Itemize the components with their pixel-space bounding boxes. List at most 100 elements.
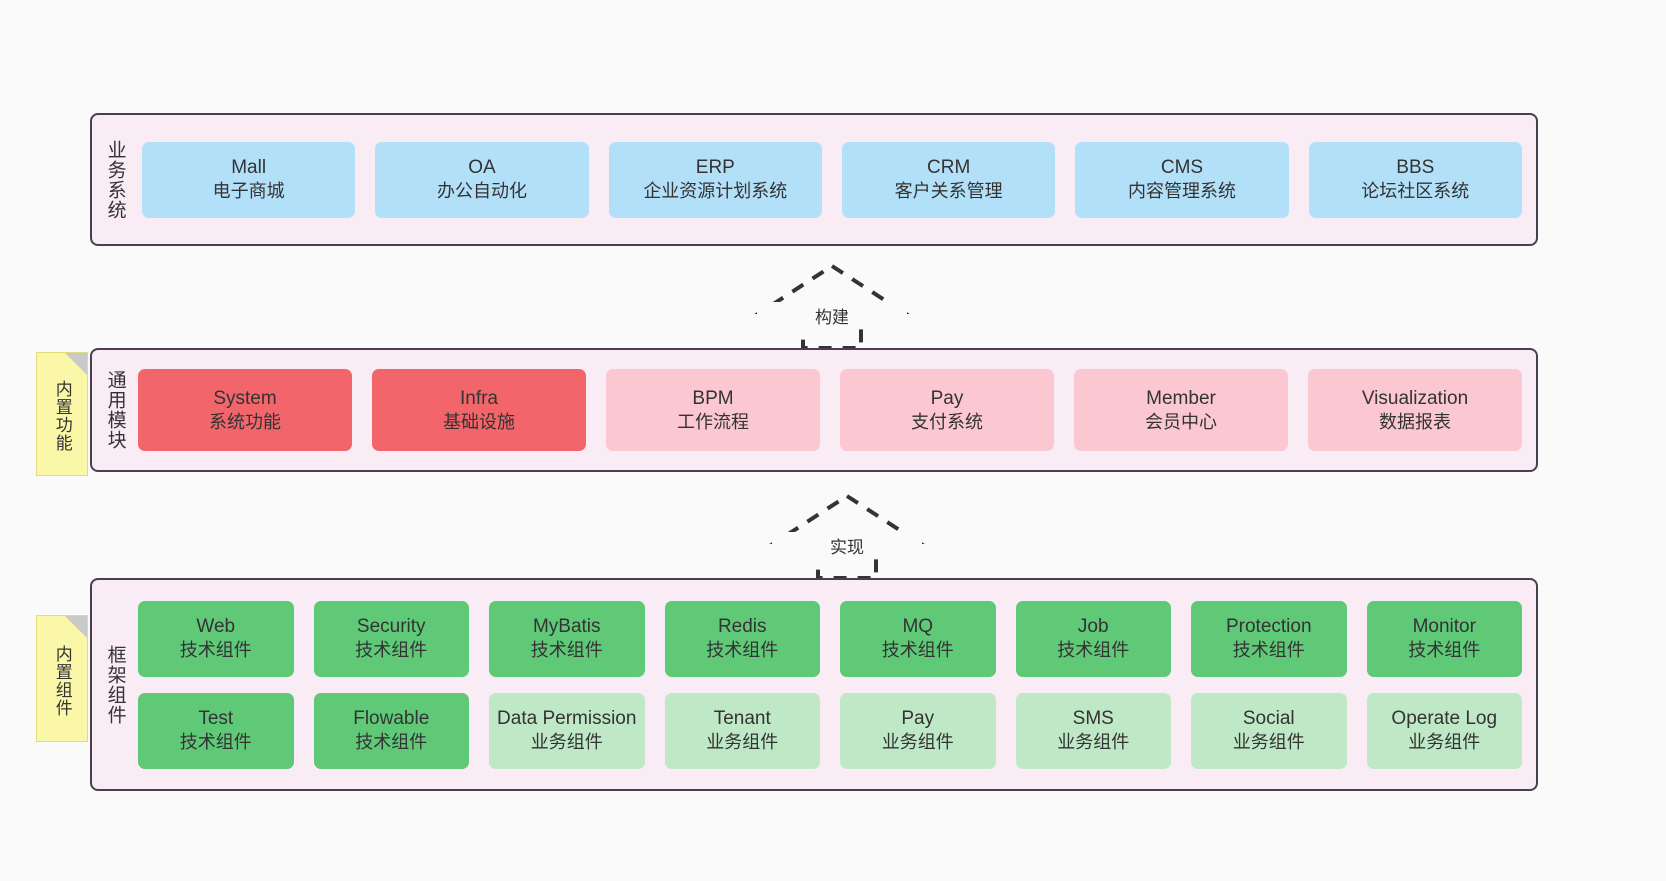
layer-title-business-system: 业务系统 <box>104 139 126 220</box>
card-title-en: Data Permission <box>497 708 637 730</box>
card-erp[interactable]: ERP 企业资源计划系统 <box>608 141 822 218</box>
card-oa[interactable]: OA 办公自动化 <box>375 141 589 218</box>
card-title-cn: 技术组件 <box>355 732 428 753</box>
card-title-cn: 业务组件 <box>1408 732 1481 753</box>
card-title-en: MQ <box>902 616 934 638</box>
card-title-en: Tenant <box>713 708 771 730</box>
business-card-row: Mall 电子商城 OA 办公自动化 ERP 企业资源计划系统 CRM 客户关系… <box>142 141 1522 218</box>
card-title-cn: 办公自动化 <box>436 181 527 202</box>
sticky-note-builtin-component: 内置组件 <box>36 615 88 742</box>
card-title-cn: 业务组件 <box>1232 732 1305 753</box>
connector-build-arrow: 构建 <box>754 262 910 350</box>
card-title-en: Pay <box>901 708 935 730</box>
card-title-cn: 业务组件 <box>881 732 954 753</box>
card-title-cn: 技术组件 <box>530 640 603 661</box>
card-redis[interactable]: Redis 技术组件 <box>664 600 820 677</box>
card-title-cn: 技术组件 <box>881 640 954 661</box>
card-title-en: System <box>213 387 277 409</box>
card-title-en: Protection <box>1225 616 1312 638</box>
card-title-cn: 工作流程 <box>677 411 749 432</box>
card-data-permission[interactable]: Data Permission 业务组件 <box>489 692 645 769</box>
layer-general-modules: 通用模块 System 系统功能 Infra 基础设施 BPM 工作流程 Pay… <box>90 348 1538 472</box>
card-title-en: Pay <box>930 387 964 409</box>
card-bpm[interactable]: BPM 工作流程 <box>606 369 820 451</box>
layer-title-general-modules: 通用模块 <box>104 370 126 450</box>
connector-implement-label: 实现 <box>772 532 922 559</box>
layer-body-business-system: Mall 电子商城 OA 办公自动化 ERP 企业资源计划系统 CRM 客户关系… <box>138 115 1536 244</box>
connector-implement-arrow: 实现 <box>769 492 925 580</box>
card-title-en: Monitor <box>1412 616 1476 638</box>
card-security[interactable]: Security 技术组件 <box>313 600 469 677</box>
card-test[interactable]: Test 技术组件 <box>138 692 294 769</box>
card-flowable[interactable]: Flowable 技术组件 <box>313 692 469 769</box>
card-web[interactable]: Web 技术组件 <box>138 600 294 677</box>
card-title-en: Test <box>198 708 234 730</box>
card-title-en: SMS <box>1072 708 1114 730</box>
card-title-cn: 业务组件 <box>1057 732 1130 753</box>
card-title-en: BBS <box>1396 157 1435 179</box>
card-visualization[interactable]: Visualization 数据报表 <box>1308 369 1522 451</box>
layer-title-framework-components: 框架组件 <box>104 644 126 725</box>
card-title-en: Mall <box>231 157 267 179</box>
card-title-cn: 论坛社区系统 <box>1361 181 1470 202</box>
card-title-en: Security <box>356 616 426 638</box>
card-mybatis[interactable]: MyBatis 技术组件 <box>489 600 645 677</box>
card-title-en: Operate Log <box>1391 708 1498 730</box>
card-title-en: Web <box>196 616 236 638</box>
card-title-cn: 电子商城 <box>212 181 285 202</box>
card-cms[interactable]: CMS 内容管理系统 <box>1075 141 1289 218</box>
card-title-cn: 技术组件 <box>1057 640 1130 661</box>
card-pay-component[interactable]: Pay 业务组件 <box>840 692 996 769</box>
card-title-cn: 技术组件 <box>1408 640 1481 661</box>
sticky-note-label: 内置组件 <box>52 644 72 717</box>
card-infra[interactable]: Infra 基础设施 <box>372 369 586 451</box>
card-title-en: BPM <box>692 387 734 409</box>
card-system[interactable]: System 系统功能 <box>138 369 352 451</box>
card-title-en: Flowable <box>353 708 430 730</box>
card-title-en: MyBatis <box>532 616 601 638</box>
card-title-en: CMS <box>1160 157 1204 179</box>
card-title-cn: 业务组件 <box>530 732 603 753</box>
card-title-en: CRM <box>927 157 971 179</box>
connector-build-label: 构建 <box>757 302 907 329</box>
sticky-note-label: 内置功能 <box>52 380 72 452</box>
card-title-en: Member <box>1146 387 1216 409</box>
layer-framework-components: 框架组件 Web 技术组件 Security 技术组件 MyBatis 技术组件… <box>90 578 1538 791</box>
card-title-cn: 支付系统 <box>911 411 983 432</box>
card-sms[interactable]: SMS 业务组件 <box>1015 692 1171 769</box>
card-pay-module[interactable]: Pay 支付系统 <box>840 369 1054 451</box>
card-crm[interactable]: CRM 客户关系管理 <box>841 141 1056 218</box>
card-title-cn: 技术组件 <box>355 640 428 661</box>
card-title-en: ERP <box>695 157 735 179</box>
card-title-cn: 技术组件 <box>706 640 779 661</box>
layer-body-framework-components: Web 技术组件 Security 技术组件 MyBatis 技术组件 Redi… <box>138 580 1536 789</box>
card-title-en: Visualization <box>1361 387 1469 409</box>
card-title-cn: 数据报表 <box>1379 411 1451 432</box>
card-operate-log[interactable]: Operate Log 业务组件 <box>1366 692 1522 769</box>
layer-body-general-modules: System 系统功能 Infra 基础设施 BPM 工作流程 Pay 支付系统… <box>138 350 1536 470</box>
card-title-cn: 技术组件 <box>1232 640 1305 661</box>
card-title-cn: 企业资源计划系统 <box>643 181 788 202</box>
card-title-en: Social <box>1242 708 1295 730</box>
card-mq[interactable]: MQ 技术组件 <box>840 600 996 677</box>
framework-card-row-business: Test 技术组件 Flowable 技术组件 Data Permission … <box>138 692 1522 769</box>
card-monitor[interactable]: Monitor 技术组件 <box>1366 600 1522 677</box>
card-protection[interactable]: Protection 技术组件 <box>1191 600 1347 677</box>
card-title-cn: 客户关系管理 <box>894 181 1003 202</box>
card-mall[interactable]: Mall 电子商城 <box>142 141 356 218</box>
card-social[interactable]: Social 业务组件 <box>1191 692 1347 769</box>
card-title-en: Job <box>1077 616 1109 638</box>
card-bbs[interactable]: BBS 论坛社区系统 <box>1308 141 1522 218</box>
card-member[interactable]: Member 会员中心 <box>1074 369 1288 451</box>
sticky-note-builtin-function: 内置功能 <box>36 352 88 476</box>
card-tenant[interactable]: Tenant 业务组件 <box>664 692 820 769</box>
card-title-cn: 基础设施 <box>443 411 515 432</box>
card-job[interactable]: Job 技术组件 <box>1015 600 1171 677</box>
card-title-cn: 技术组件 <box>179 732 252 753</box>
modules-card-row: System 系统功能 Infra 基础设施 BPM 工作流程 Pay 支付系统… <box>138 369 1522 451</box>
card-title-cn: 系统功能 <box>209 411 281 432</box>
card-title-cn: 会员中心 <box>1145 411 1217 432</box>
card-title-en: OA <box>468 157 496 179</box>
card-title-en: Redis <box>717 616 767 638</box>
